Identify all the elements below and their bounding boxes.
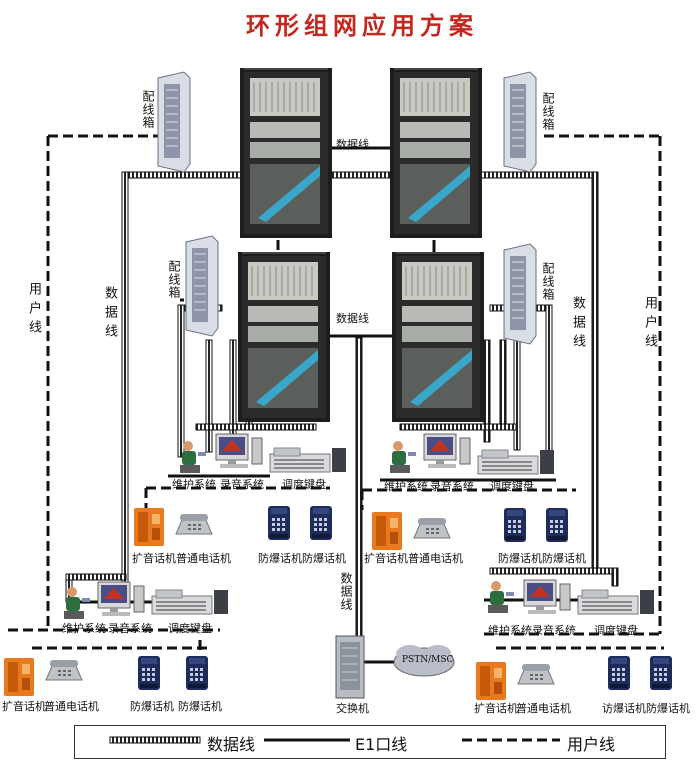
distribution-box-label: 配线箱 [167, 260, 181, 299]
explosion-proof-phone-label: 防爆话机 [302, 552, 346, 565]
loudspeaker-phone-icon [134, 508, 164, 546]
explosion-proof-phone-label: 防爆话机 [498, 552, 542, 565]
loudspeaker-phone-label: 扩音话机 [364, 552, 408, 565]
explosion-proof-phone-icon [186, 656, 208, 690]
operator-icon [390, 441, 416, 473]
ordinary-phone-icon [175, 513, 213, 535]
distribution-box-label: 配线箱 [141, 90, 155, 129]
legend-e1-line: E1口线 [355, 735, 408, 754]
dispatch-keyboard-icon [151, 589, 229, 615]
distribution-box-1 [157, 71, 191, 173]
distribution-box-label: 配线箱 [541, 92, 555, 131]
dispatch-keyboard-icon [477, 449, 555, 475]
distribution-box-2 [503, 71, 537, 173]
legend-samples [109, 736, 560, 744]
maintenance-system-label: 维护系统 [172, 478, 216, 491]
recording-pc-icon [423, 433, 471, 469]
legend-data-line: 数据线 [207, 735, 256, 754]
dispatch-keyboard-label: 调度键盘 [490, 480, 534, 493]
ordinary-phone-label: 普通电话机 [408, 552, 463, 565]
pstn-cloud-icon [393, 645, 455, 677]
explosion-proof-phone-icon [650, 656, 672, 690]
pstn-label: PSTN/MSC [402, 655, 454, 665]
loudspeaker-phone-label: 扩音话机 [2, 700, 46, 713]
explosion-proof-phone-label: 防爆话机 [258, 552, 302, 565]
maintenance-system-label: 维护系统 [62, 622, 106, 635]
cabinet-top-left [239, 67, 333, 239]
loudspeaker-phone-icon [476, 662, 506, 700]
distribution-box-4 [503, 243, 537, 345]
operator-icon [180, 441, 206, 473]
explosion-proof-phone-icon [504, 508, 526, 542]
explosion-proof-phone-icon [310, 506, 332, 540]
data-line-label: 数据线 [336, 138, 369, 151]
dispatch-keyboard-label: 调度键盘 [594, 624, 638, 637]
loudspeaker-phone-icon [372, 512, 402, 550]
loudspeaker-phone-icon [4, 658, 34, 696]
ordinary-phone-icon [413, 517, 451, 539]
explosion-proof-phone-icon [608, 656, 630, 690]
explosion-proof-phone-icon [268, 506, 290, 540]
dispatch-keyboard-icon [269, 447, 347, 473]
recording-pc-icon [97, 581, 145, 617]
dispatch-keyboard-icon [577, 589, 655, 615]
recording-system-label: 录音系统 [532, 624, 576, 637]
recording-system-label: 录音系统 [430, 480, 474, 493]
switch-label: 交换机 [336, 702, 369, 715]
data-lines [65, 171, 619, 639]
recording-pc-icon [215, 433, 263, 469]
legend: 数据线 E1口线 用户线 [74, 725, 666, 759]
data-line-label: 数据线 [570, 296, 585, 353]
ordinary-phone-label: 普通电话机 [516, 702, 571, 715]
dispatch-keyboard-label: 调度键盘 [282, 478, 326, 491]
maintenance-system-label: 维护系统 [384, 480, 428, 493]
data-line-label: 数据线 [339, 572, 353, 611]
user-line-label: 用户线 [26, 282, 41, 339]
explosion-proof-phone-label: 防爆话机 [178, 700, 222, 713]
operator-icon [488, 581, 514, 613]
legend-user-line: 用户线 [567, 735, 616, 754]
explosion-proof-phone-icon [138, 656, 160, 690]
cabinet-mid-right [391, 251, 485, 423]
explosion-proof-phone-icon [546, 508, 568, 542]
explosion-proof-phone-label: 防爆话机 [646, 702, 690, 715]
cabinet-top-right [389, 67, 483, 239]
user-lines [8, 134, 664, 650]
ordinary-phone-icon [45, 659, 83, 681]
dispatch-keyboard-label: 调度键盘 [168, 622, 212, 635]
distribution-box-label: 配线箱 [541, 262, 555, 301]
distribution-box-3 [185, 235, 219, 337]
diagram-title: 环形组网应用方案 [246, 11, 478, 40]
switch-icon [335, 635, 365, 699]
explosion-proof-phone-label: 防爆话机 [130, 700, 174, 713]
explosion-proof-phone-label: 访爆话机 [602, 702, 646, 715]
ordinary-phone-icon [517, 663, 555, 685]
recording-pc-icon [523, 579, 571, 615]
ordinary-phone-label: 普通电话机 [44, 700, 99, 713]
cabinet-mid-left [237, 251, 331, 423]
data-line-label: 数据线 [336, 312, 369, 325]
recording-system-label: 录音系统 [220, 478, 264, 491]
recording-system-label: 录音系统 [108, 622, 152, 635]
maintenance-system-label: 维护系统 [488, 624, 532, 637]
loudspeaker-phone-label: 扩音话机 [474, 702, 518, 715]
user-line-label: 用户线 [642, 296, 657, 353]
data-line-label: 数据线 [102, 286, 117, 343]
explosion-proof-phone-label: 防爆话机 [542, 552, 586, 565]
phone-label: 扩音话机普通电话机 [132, 552, 231, 565]
